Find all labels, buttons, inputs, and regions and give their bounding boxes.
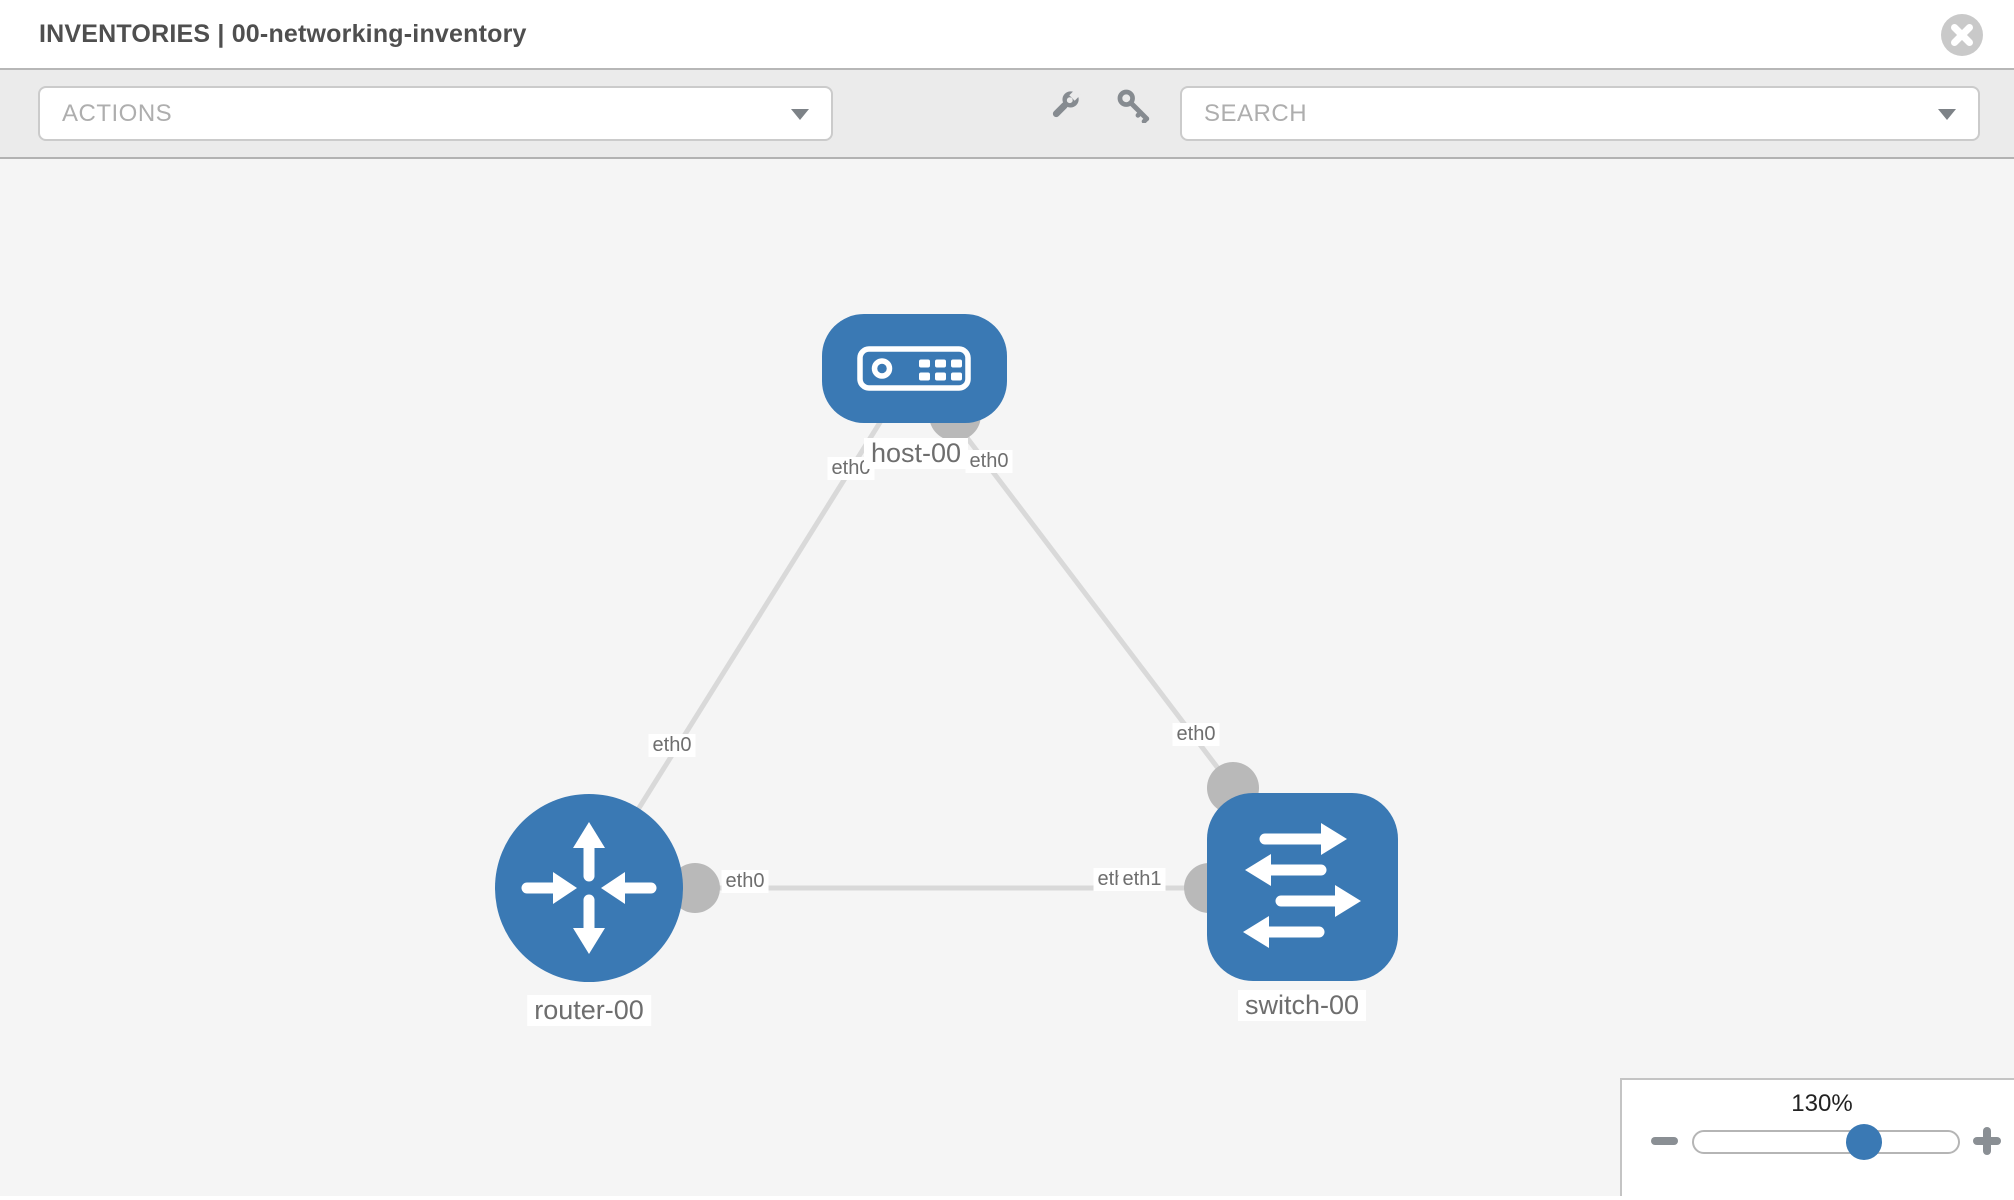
server-icon <box>857 346 971 391</box>
if-label-switch-top: eth0 <box>1172 723 1220 746</box>
links-layer <box>586 366 1259 913</box>
zoom-slider-track[interactable] <box>1692 1130 1960 1154</box>
key-button[interactable] <box>1110 82 1156 128</box>
page-title: INVENTORIES | 00-networking-inventory <box>39 20 527 48</box>
port-circle-router <box>670 863 720 913</box>
node-switch[interactable] <box>1207 793 1398 981</box>
switch-arrows-icon <box>1243 823 1361 948</box>
if-label-router-top: eth0 <box>648 734 696 757</box>
zoom-panel: 130% <box>1620 1078 2014 1196</box>
search-dropdown[interactable]: SEARCH <box>1180 86 1980 141</box>
if-label-link-switch-front: eth1 <box>1118 868 1166 891</box>
if-label-link-router: eth0 <box>721 870 769 893</box>
wrench-icon <box>1052 88 1082 118</box>
node-host[interactable] <box>822 314 1007 423</box>
router-arrows-icon <box>521 822 657 954</box>
node-label-host: host-00 <box>863 438 969 469</box>
actions-dropdown[interactable]: ACTIONS <box>38 86 833 141</box>
node-label-router: router-00 <box>527 995 651 1026</box>
plus-icon <box>1983 1127 1991 1155</box>
x-circle-icon <box>1951 24 1973 46</box>
if-label-host-left: eth0 <box>827 457 875 480</box>
close-button[interactable] <box>1941 14 1983 56</box>
zoom-out-button[interactable] <box>1651 1137 1678 1145</box>
zoom-slider-handle[interactable] <box>1846 1124 1882 1160</box>
search-dropdown-value: SEARCH <box>1204 100 1308 127</box>
zoom-in-button[interactable] <box>1972 1126 2002 1156</box>
zoom-level: 130% <box>1791 1090 1853 1117</box>
key-icon <box>1117 89 1150 123</box>
if-label-host-right: eth0 <box>965 450 1013 473</box>
chevron-down-icon <box>791 109 809 120</box>
node-label-switch: switch-00 <box>1237 990 1367 1021</box>
chevron-down-icon <box>1938 109 1956 120</box>
node-router[interactable] <box>495 794 683 982</box>
link-host-router <box>586 366 917 890</box>
wrench-button[interactable] <box>1042 82 1088 128</box>
header-bar: INVENTORIES | 00-networking-inventory <box>0 0 2014 70</box>
actions-dropdown-value: ACTIONS <box>62 100 173 127</box>
topology-canvas[interactable]: host-00 eth0 eth0 eth0 eth0 eth0 eth0 et… <box>0 159 2014 1196</box>
toolbar: ACTIONS SEARCH <box>0 70 2014 159</box>
